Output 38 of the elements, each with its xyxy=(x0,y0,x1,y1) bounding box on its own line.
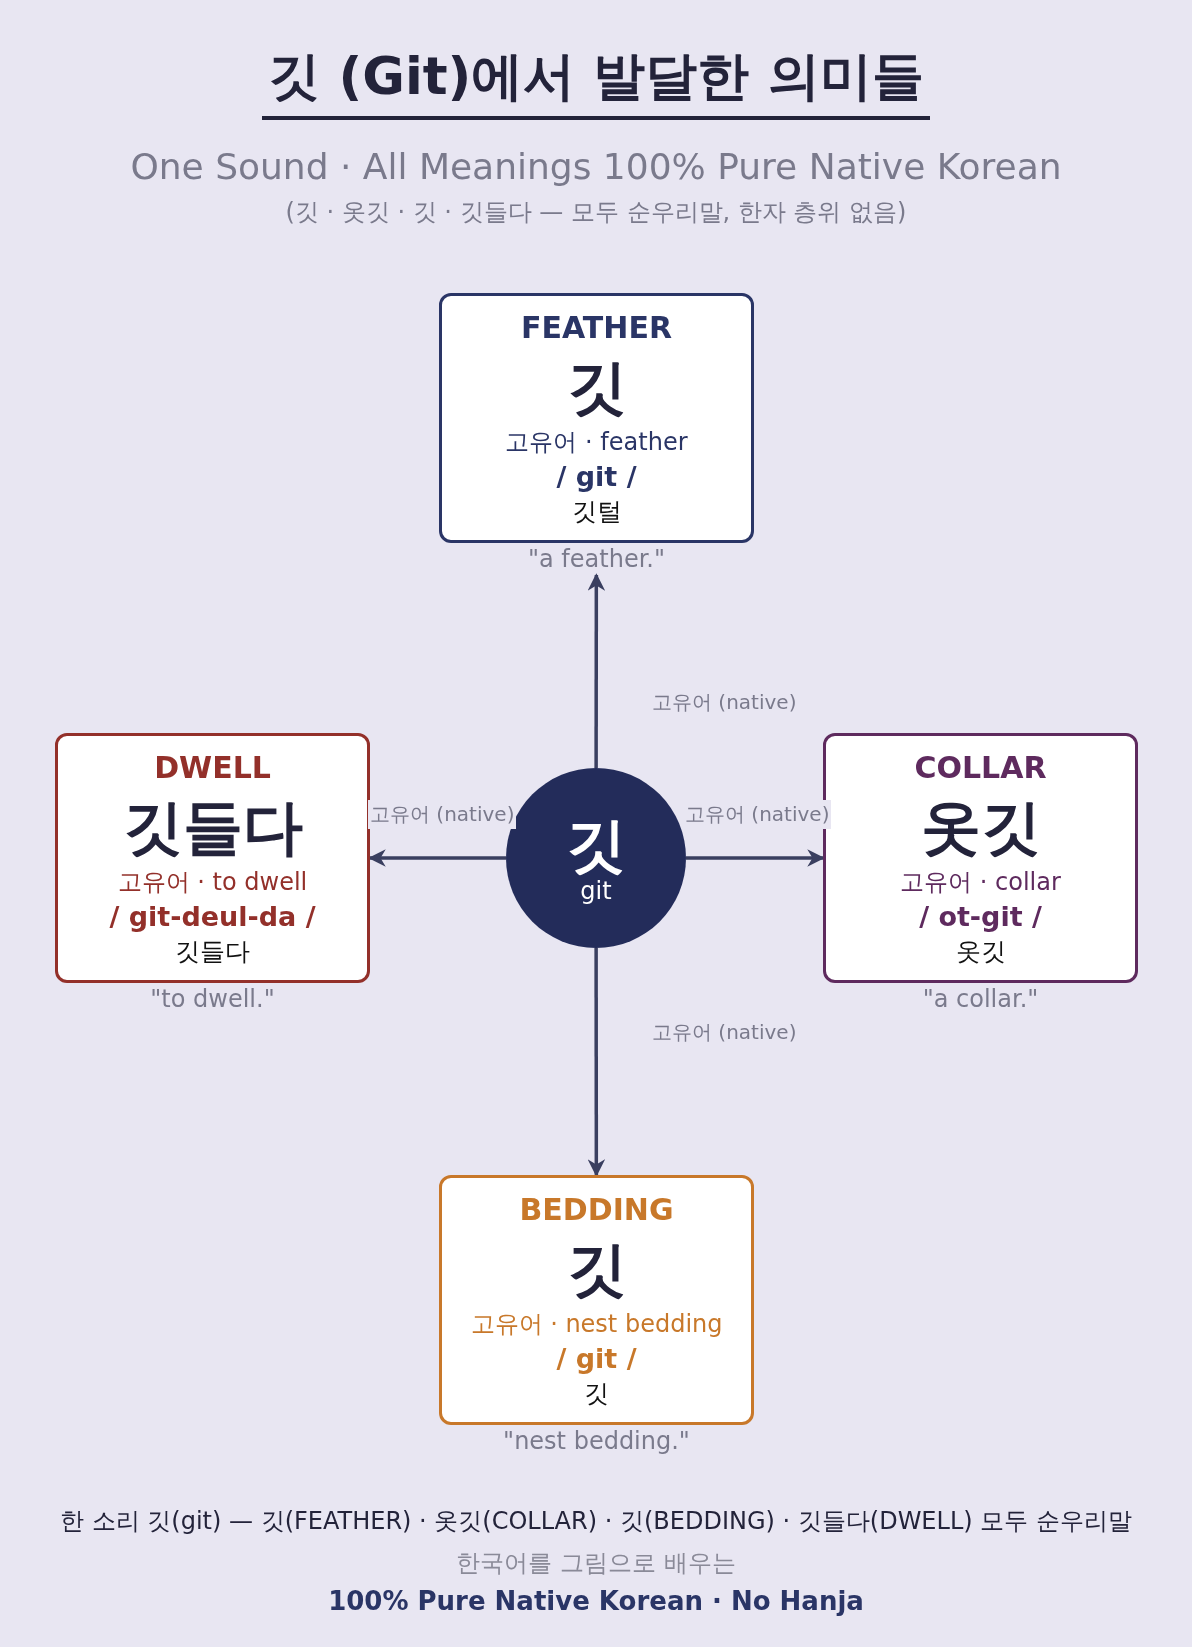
heading: FEATHER xyxy=(520,309,672,348)
heading: BEDDING xyxy=(519,1191,674,1230)
subtitle-note: (깃 · 옷깃 · 깃 · 깃들다 — 모두 순우리말, 한자 층위 없음) xyxy=(285,198,907,226)
word: 옷깃 xyxy=(920,791,1041,865)
hangul-word: 옷깃 xyxy=(955,935,1006,968)
arrow xyxy=(587,573,606,768)
word: 깃 xyxy=(566,351,627,425)
edge-label: 고유어 (native) xyxy=(683,800,832,829)
arrow xyxy=(587,948,606,1177)
gloss: 고유어 · feather xyxy=(505,427,688,459)
arrow xyxy=(368,849,506,867)
node-label: "a collar." xyxy=(921,985,1040,1013)
word: 깃들다 xyxy=(122,791,303,865)
word: 깃 xyxy=(566,1233,627,1307)
heading: COLLAR xyxy=(914,749,1047,788)
subtitle: One Sound · All Meanings 100% Pure Native Korean xyxy=(130,146,1062,187)
arrow xyxy=(686,849,825,867)
gloss: 고유어 · nest bedding xyxy=(470,1309,723,1341)
hangul-word: 깃 xyxy=(584,1377,609,1410)
romanization: / ot-git / xyxy=(919,899,1042,934)
romanization: / git / xyxy=(556,1341,637,1376)
node-label: "a feather." xyxy=(527,545,666,573)
hangul-word: 깃들다 xyxy=(175,935,250,968)
romanization: / git-deul-da / xyxy=(109,899,316,934)
heading: DWELL xyxy=(154,749,271,788)
romanization: / git / xyxy=(556,459,637,494)
center-word: 깃 xyxy=(566,811,626,878)
footer-note: 한 소리 깃(git) — 깃(FEATHER) · 옷깃(COLLAR) · 깃(BEDDING) · 깃들다(DWELL) 모두 순우리말 xyxy=(60,1507,1132,1535)
romanization: git xyxy=(580,877,612,905)
node-label: "nest bedding." xyxy=(502,1427,691,1455)
footer-note: 100% Pure Native Korean · No Hanja xyxy=(328,1586,864,1616)
edge-label: 고유어 (native) xyxy=(368,800,517,829)
hangul-word: 깃털 xyxy=(571,495,622,528)
title: 깃 (Git)에서 발달한 의미들 xyxy=(262,42,930,120)
gloss: 고유어 · collar xyxy=(900,867,1061,899)
gloss: 고유어 · to dwell xyxy=(117,867,308,899)
footer-note: 한국어를 그림으로 배우는 xyxy=(456,1549,736,1577)
node-label: "to dwell." xyxy=(149,985,276,1013)
